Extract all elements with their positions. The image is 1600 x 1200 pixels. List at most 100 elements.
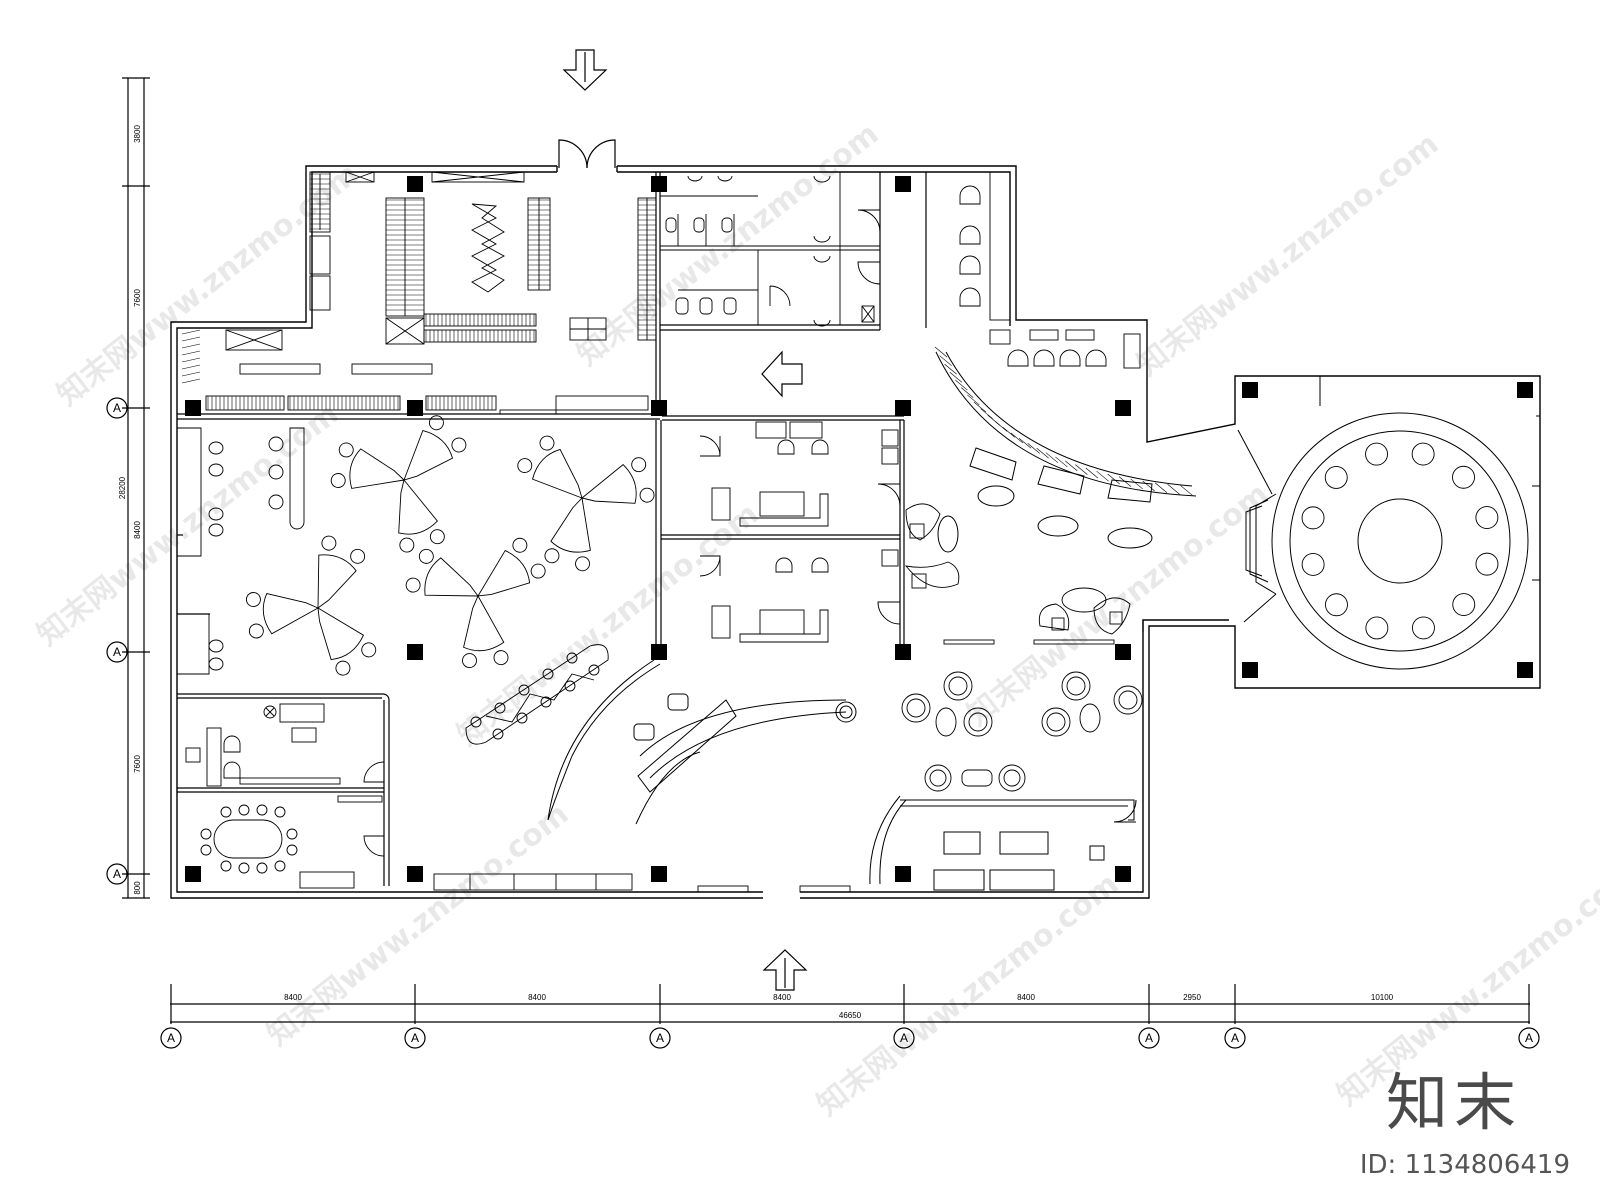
diagonal-workbench [465,644,609,745]
dim-left-4: 800 [133,881,142,895]
axis-bubble: A [106,641,128,663]
dim-bottom-3: 8400 [1017,993,1035,1002]
axis-bubble: A [1518,1027,1540,1049]
chair [517,458,533,474]
cluster-wing [477,537,546,597]
hatch-line [1130,478,1143,490]
hatch-line [939,355,952,366]
hatch-line [949,371,963,383]
conference-chairs [1301,442,1499,640]
dim-bottom-0: 8400 [284,993,302,1002]
structural-columns [185,176,1533,882]
lounge-seating-south [901,671,1143,792]
cluster-wing [403,415,467,481]
counter-hatching [934,346,1193,496]
cluster-wing [544,497,591,572]
desk-wing [317,607,365,661]
chair [245,592,261,607]
hatch-line [1096,470,1109,482]
hatch-line [961,387,974,398]
chair [539,435,555,451]
round-conference-hall [1237,376,1540,670]
chair [399,537,415,553]
desk-wing [317,554,357,609]
axis-label: A [113,645,121,659]
workstation-cluster [405,537,546,669]
reception-area [547,659,857,825]
axis-label: A [113,401,121,415]
axis-label: A [411,1031,419,1045]
conference-chair [1475,552,1499,576]
hatch-line [1055,456,1068,468]
axis-bubble: A [160,1027,182,1049]
axis-label: A [656,1031,664,1045]
dim-bottom-5: 10100 [1371,993,1394,1002]
hatch-line [1107,473,1120,485]
hatch-line [1075,464,1088,475]
office-cubicles [699,421,901,643]
bottom-dimension-texts: 8400 8400 8400 8400 2950 10100 46650 [284,993,1394,1020]
hatch-line [1154,482,1168,493]
cluster-wing [330,442,405,489]
desk-wing [463,594,505,652]
hatch-line [944,363,957,375]
lounge-seating-east [904,503,1131,645]
desk-wing [349,448,405,489]
axis-label: A [113,867,121,881]
cluster-wing [581,457,655,504]
dim-left-1: 7600 [133,289,142,307]
bottom-display-cabinets [433,873,851,893]
axis-label: A [1231,1031,1239,1045]
conference-chair [1475,506,1499,529]
axis-label: A [900,1031,908,1045]
hatch-line [1002,427,1016,438]
hatch-line [181,364,201,370]
chair [493,650,509,666]
axis-bubble: A [1138,1027,1160,1049]
dim-bottom-1: 8400 [528,993,546,1002]
axis-label: A [1145,1031,1153,1045]
hatch-line [1036,447,1049,459]
dim-left-2: 8400 [133,521,142,539]
entry-arrow-bottom [762,949,808,991]
direction-arrow-hall [761,350,803,398]
workstation-cluster [330,415,467,553]
shelf-hatching [181,173,656,410]
hatch-line [181,350,201,356]
hatch-line [934,346,948,358]
desk-wing [550,497,591,553]
desk-wing [262,593,320,635]
interior-walls [177,172,1144,886]
cluster-wing [517,435,583,499]
chair [631,457,647,473]
cluster-wing [462,594,509,669]
hatch-line [1167,483,1180,495]
hatch-line [1010,432,1024,444]
conference-chair [1365,616,1389,640]
cluster-wing [398,479,445,553]
left-workstations [177,427,305,675]
chair [544,548,560,564]
axis-bubble: A [649,1027,671,1049]
conference-chair [1412,616,1435,640]
main-entrance-door [558,139,616,169]
hatch-line [181,371,201,377]
chair [405,577,421,593]
conference-chair [1365,442,1388,466]
axis-label: A [1525,1031,1533,1045]
desk-wing [531,448,583,499]
desk-wing [424,557,479,597]
dim-bottom-2: 8400 [773,993,791,1002]
dim-bottom-total: 46650 [839,1011,862,1020]
chair [429,529,445,545]
desk-wing [477,549,531,597]
display-shelving [205,171,657,415]
axis-bubble: A [404,1027,426,1049]
conference-chair [1452,593,1476,616]
hatch-line [181,378,201,384]
workstation-cluster [245,535,377,676]
chair [330,473,346,488]
hatch-line [181,343,201,349]
hatch-line [973,401,987,413]
